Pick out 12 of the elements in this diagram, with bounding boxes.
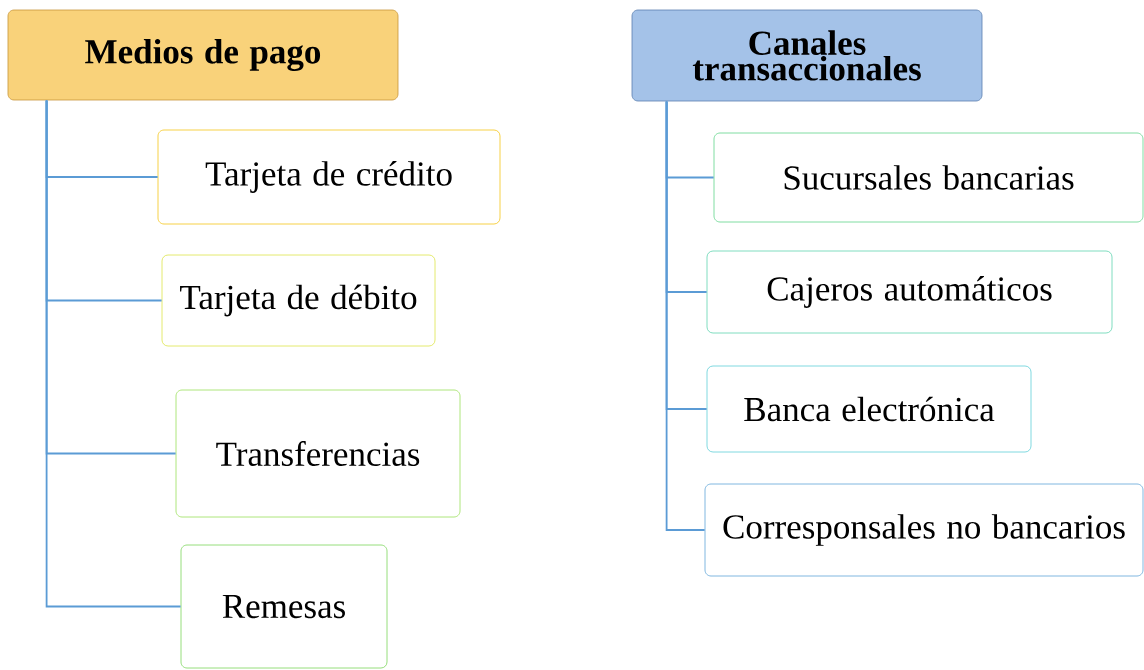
connector-line xyxy=(45,99,182,608)
item-box: Corresponsales no bancarios xyxy=(704,483,1144,577)
item-box: Transferencias xyxy=(175,389,461,518)
item-box: Tarjeta de débito xyxy=(161,254,436,347)
header-box: Canales transaccionales xyxy=(631,9,983,102)
item-box: Sucursales bancarias xyxy=(713,132,1144,223)
item-box: Banca electrónica xyxy=(706,365,1032,453)
connector-line xyxy=(665,100,706,531)
item-box: Tarjeta de crédito xyxy=(157,129,501,225)
header-box: Medios de pago xyxy=(7,9,399,101)
item-box: Cajeros automáticos xyxy=(706,250,1113,334)
item-box: Remesas xyxy=(180,544,388,669)
